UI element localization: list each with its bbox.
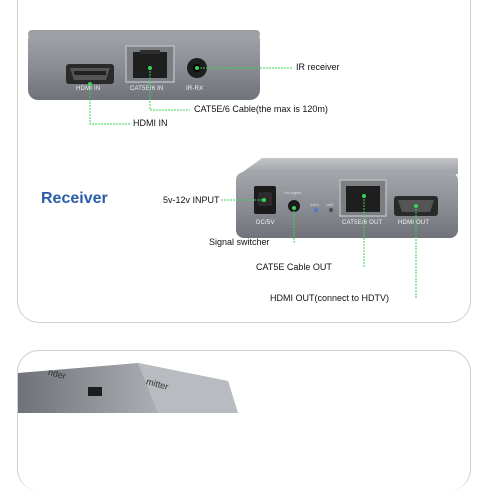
hdmi-in-callout: HDMI IN [133,118,168,128]
switch-port-label: Sw-signal [284,190,302,195]
callout-lines [89,67,417,298]
dc-port-label: DC/5V [256,220,275,226]
ir-receiver-callout: IR receiver [296,62,340,72]
transmitter-unit [28,30,260,100]
cat-in-port-label: CAT5E/6 IN [130,86,164,92]
hdmi-out-port-label: HDMI OUT [398,220,430,226]
receiver-title: Receiver [41,190,108,207]
led-hdmi-label: hdmi [310,202,319,207]
cat-out-port-label: CAT5E/6 OUT [342,220,383,226]
callout-dots [88,66,418,210]
cable-callout: CAT5E/6 Cable(the max is 120m) [194,104,328,114]
switch-callout: Signal switcher [209,237,270,247]
transmitter-photo [18,363,238,413]
hdmi-out-callout: HDMI OUT(connect to HDTV) [270,293,390,303]
receiver-unit [236,158,458,238]
cable-out-callout: CAT5E Cable OUT [256,262,332,272]
power-callout: 5v-12v INPUT [163,195,220,205]
ir-rx-port-label: IR-RX [186,86,204,92]
led-cat-label: cat5 [326,202,334,207]
hdmi-in-port-label: HDMI IN [76,86,101,92]
bottom-photo-panel: nder mitter [17,350,471,491]
